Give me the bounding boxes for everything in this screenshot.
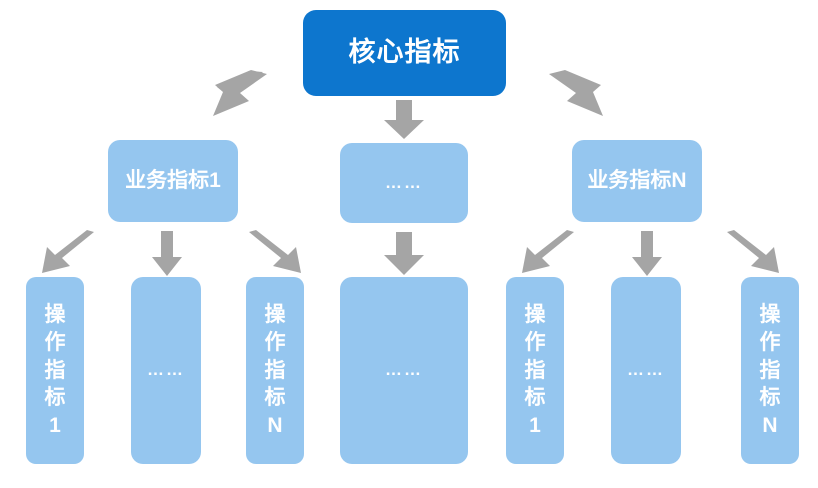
node-core-metric-label: 核心指标	[348, 37, 461, 68]
arrow-businessn-to-opn	[723, 230, 781, 276]
node-operation-metric-n-right-label: 操 作 指 标 N	[759, 303, 781, 438]
node-operation-metric-n-left[interactable]: 操 作 指 标 N	[246, 277, 304, 464]
arrow-ellipsis-to-ellipsis	[380, 232, 428, 276]
arrow-business1-to-op-ellipsis	[151, 231, 183, 277]
arrow-core-to-business-ellipsis	[380, 100, 428, 140]
arrow-businessn-to-op1	[520, 230, 578, 276]
node-business-metric-n-label: 业务指标N	[587, 168, 687, 192]
node-business-metric-ellipsis-label: ……	[385, 172, 423, 192]
node-business-metric-1[interactable]: 业务指标1	[108, 140, 238, 222]
node-operation-metric-n-right[interactable]: 操 作 指 标 N	[741, 277, 799, 464]
node-business-metric-ellipsis[interactable]: ……	[340, 143, 468, 223]
node-operation-metric-ellipsis-right-label: ……	[627, 360, 665, 380]
arrow-businessn-to-op-ellipsis	[631, 231, 663, 277]
arrow-core-to-business-n	[545, 70, 611, 118]
arrow-business1-to-op1	[40, 230, 98, 276]
node-operation-metric-ellipsis-center-label: ……	[385, 360, 423, 380]
node-operation-metric-1-left-label: 操 作 指 标 1	[44, 303, 66, 438]
node-core-metric[interactable]: 核心指标	[303, 10, 506, 96]
node-operation-metric-1-left[interactable]: 操 作 指 标 1	[26, 277, 84, 464]
node-operation-metric-1-right[interactable]: 操 作 指 标 1	[506, 277, 564, 464]
node-operation-metric-ellipsis-left[interactable]: ……	[131, 277, 201, 464]
node-business-metric-n[interactable]: 业务指标N	[572, 140, 702, 222]
node-operation-metric-ellipsis-center[interactable]: ……	[340, 277, 468, 464]
arrow-business1-to-opn	[245, 230, 303, 276]
node-operation-metric-n-left-label: 操 作 指 标 N	[264, 303, 286, 438]
node-operation-metric-1-right-label: 操 作 指 标 1	[524, 303, 546, 438]
node-business-metric-1-label: 业务指标1	[125, 168, 221, 192]
node-operation-metric-ellipsis-left-label: ……	[147, 360, 185, 380]
arrow-core-to-business-1	[205, 70, 271, 118]
node-operation-metric-ellipsis-right[interactable]: ……	[611, 277, 681, 464]
